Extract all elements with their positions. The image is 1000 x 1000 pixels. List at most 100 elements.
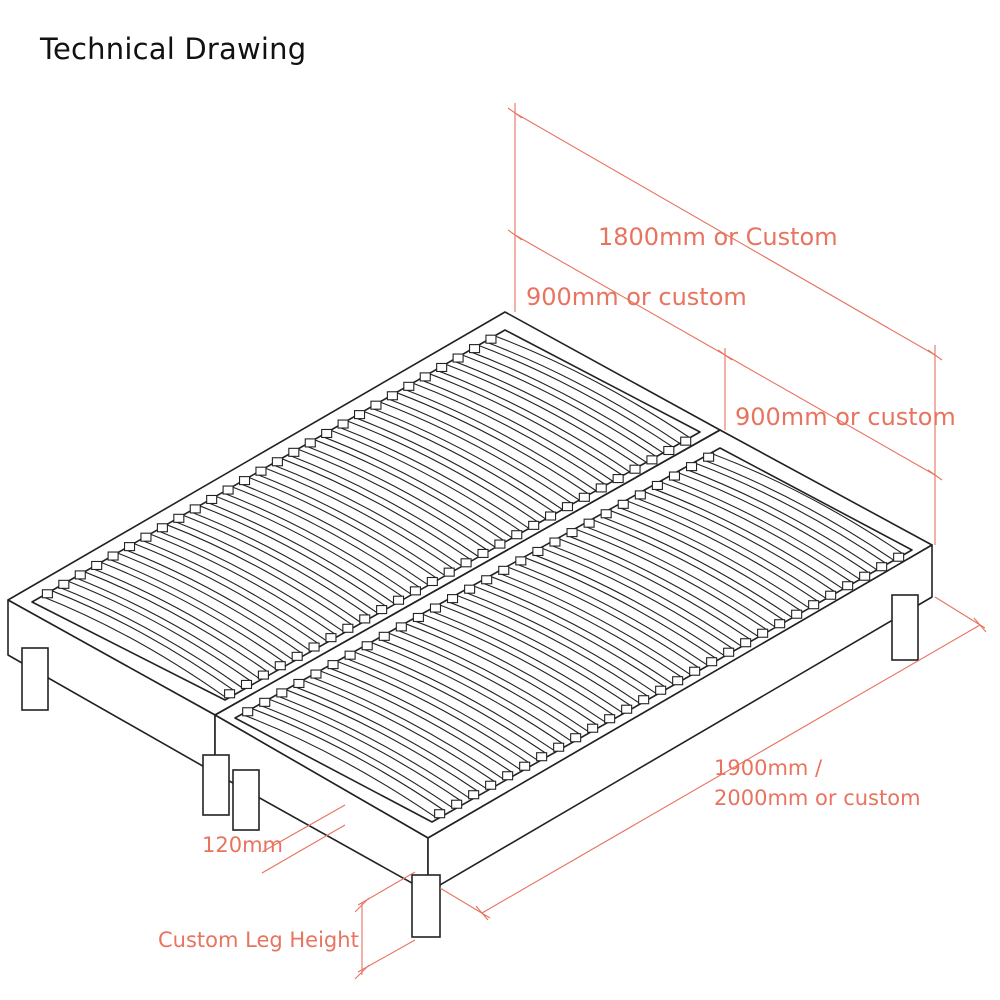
- slat-edge: [436, 369, 631, 473]
- slat-edge: [485, 341, 681, 445]
- slat-holder: [429, 603, 442, 613]
- slat-holder: [680, 436, 692, 446]
- slat-holder: [337, 419, 349, 429]
- slat-edge: [378, 638, 571, 742]
- slat-holder: [452, 353, 464, 363]
- slat-edge: [150, 533, 337, 636]
- slat-holder: [612, 474, 624, 484]
- slat-edge: [447, 600, 639, 704]
- slat-edge: [686, 468, 877, 571]
- dim-line-left-base: [514, 234, 726, 356]
- slat-edge: [430, 610, 622, 713]
- slat-holder: [446, 594, 459, 604]
- slat-edge: [75, 577, 259, 679]
- dimension-labels: 1800mm or Custom 900mm or custom 900mm o…: [158, 223, 956, 952]
- slat-holder: [893, 552, 905, 562]
- slat-edge: [429, 373, 624, 477]
- slat-edge: [140, 539, 327, 641]
- slat-edge: [652, 487, 843, 590]
- slat-holder: [58, 579, 70, 589]
- label-overall-width: 1800mm or Custom: [598, 223, 838, 251]
- slat-edge: [344, 657, 537, 761]
- slat-edge: [173, 520, 360, 623]
- slat-edge: [600, 516, 792, 618]
- slat-holder: [668, 471, 681, 481]
- slat-holder: [395, 622, 407, 632]
- slat-holder: [41, 589, 53, 599]
- slat-edge: [397, 392, 590, 495]
- leg-back-right: [891, 594, 919, 661]
- slat-edge: [464, 591, 656, 694]
- slat-edge: [440, 604, 633, 707]
- slat-edge: [321, 435, 513, 538]
- slat-edge: [288, 454, 479, 557]
- slat-holder: [291, 651, 303, 661]
- slat-edge: [269, 698, 463, 802]
- dim-line-frame-depth: [261, 804, 346, 853]
- slat-holder: [468, 790, 480, 800]
- slat-edge: [696, 463, 888, 565]
- slat-holder: [477, 548, 489, 558]
- slat-holder: [570, 733, 582, 743]
- right-base-side-face: [427, 544, 933, 893]
- slat-edge: [403, 388, 597, 492]
- slat-edge: [594, 519, 786, 622]
- slat-edge: [255, 473, 445, 576]
- slat-edge: [190, 511, 377, 613]
- slat-edge: [303, 680, 497, 783]
- slat-holder: [310, 669, 322, 679]
- slat-holder: [308, 642, 320, 652]
- slat-holder: [361, 641, 373, 651]
- slat-edge: [157, 530, 344, 632]
- slat-holder: [242, 707, 254, 717]
- slat-holder: [257, 670, 269, 680]
- dim-line-length: [481, 624, 981, 914]
- slat-holder: [485, 334, 497, 344]
- slat-holder: [91, 560, 103, 571]
- slat-holder: [344, 650, 356, 660]
- slat-holder: [791, 609, 803, 619]
- slat-edge: [242, 714, 435, 818]
- slat-edge: [206, 501, 394, 604]
- slat-edge: [320, 670, 514, 774]
- slat-holder: [189, 504, 201, 514]
- slat-holder: [464, 584, 476, 594]
- slat-edge: [380, 401, 573, 505]
- slat-holder: [740, 638, 752, 648]
- slat-holder: [325, 633, 337, 643]
- slat-holder: [536, 752, 548, 762]
- slat-holder: [498, 565, 510, 575]
- slat-holder: [409, 586, 421, 596]
- slat-edge: [107, 558, 293, 660]
- slat-edge: [117, 552, 303, 655]
- slat-holder: [561, 502, 574, 512]
- slat-holder: [481, 575, 493, 585]
- slat-holder: [621, 704, 633, 714]
- slat-edge: [183, 514, 371, 617]
- slat-holder: [451, 799, 463, 809]
- slat-edge: [370, 407, 563, 510]
- slat-holder: [276, 688, 288, 698]
- slat-holder: [566, 528, 578, 538]
- right-base-slats: [242, 452, 905, 819]
- slat-holder: [370, 400, 382, 410]
- slat-edge: [282, 458, 472, 561]
- slat-edge: [124, 548, 310, 651]
- slat-holder: [553, 742, 565, 752]
- slat-holder: [342, 623, 354, 633]
- leg-front-right: [411, 874, 441, 938]
- slat-edge: [239, 482, 428, 585]
- slat-edge: [413, 382, 607, 486]
- slat-holder: [392, 595, 405, 605]
- slat-holder: [156, 523, 168, 533]
- slat-edge: [635, 497, 826, 599]
- slat-holder: [651, 480, 663, 491]
- slat-holder: [288, 447, 300, 457]
- slat-edge: [327, 666, 520, 770]
- slat-holder: [123, 542, 136, 552]
- slat-holder: [825, 590, 837, 600]
- slat-edge: [481, 582, 673, 685]
- label-left-base-width: 900mm or custom: [526, 283, 747, 311]
- slat-holder: [629, 464, 641, 474]
- slat-holder: [604, 714, 616, 724]
